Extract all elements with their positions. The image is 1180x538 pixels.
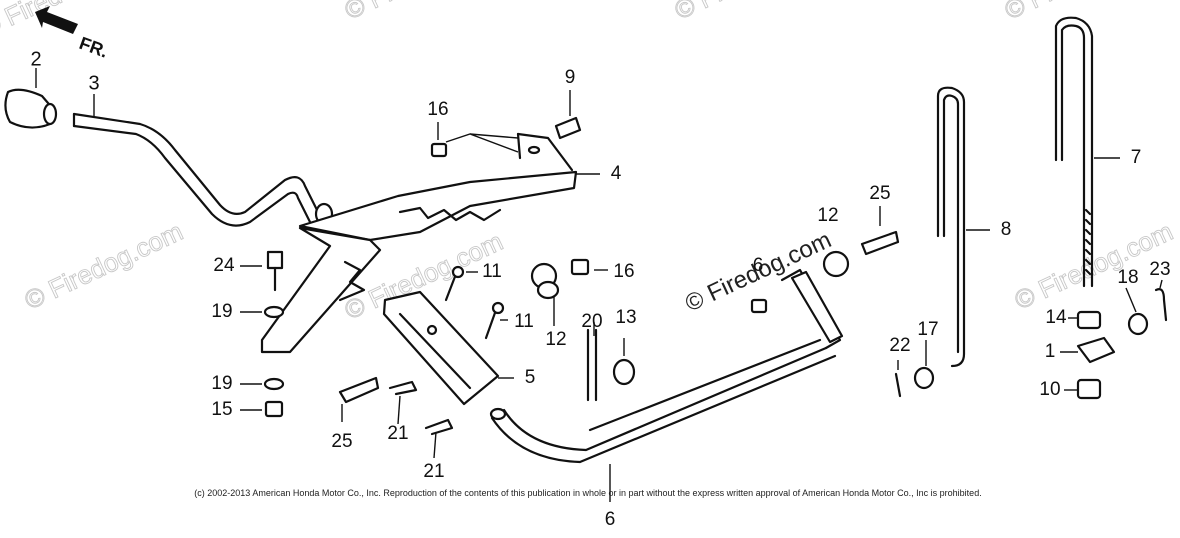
copyright-text: (c) 2002-2013 American Honda Motor Co., … xyxy=(194,488,981,498)
callout-3: 3 xyxy=(88,72,99,94)
direction-label: FR. xyxy=(77,33,111,62)
callout-25b: 25 xyxy=(331,431,352,452)
callout-23: 23 xyxy=(1149,259,1170,280)
callout-6b: 6 xyxy=(753,255,764,276)
callout-21b: 21 xyxy=(423,461,444,482)
callout-labels: 2 3 16 9 4 24 19 11 16 12 25 8 7 23 11 1… xyxy=(30,48,1170,530)
callout-9: 9 xyxy=(565,67,576,88)
knob-part xyxy=(4,88,58,129)
shift-lever-part xyxy=(72,112,334,227)
callout-2: 2 xyxy=(30,48,41,70)
callout-15: 15 xyxy=(211,399,232,420)
callout-14: 14 xyxy=(1045,307,1067,328)
callout-18: 18 xyxy=(1117,267,1138,288)
front-direction-arrow-icon: FR. xyxy=(35,6,111,62)
callout-7: 7 xyxy=(1131,147,1142,168)
shift-gate-plate-part xyxy=(298,132,578,242)
lever-bracket-part xyxy=(260,226,382,354)
watermarks: © Firedog.com © Firedog.com © Firedog.co… xyxy=(0,0,1178,326)
callout-12: 12 xyxy=(545,329,566,350)
callout-12b: 12 xyxy=(817,205,838,226)
slide-plate-part xyxy=(382,290,500,406)
watermark: © Firedog.com xyxy=(0,0,144,43)
callout-20: 20 xyxy=(581,311,602,332)
watermark: © Firedog.com xyxy=(670,0,838,25)
u-rod-part xyxy=(1054,16,1094,288)
callout-16: 16 xyxy=(427,99,448,120)
callout-21: 21 xyxy=(387,423,408,444)
control-rod-part xyxy=(489,268,844,464)
callout-5: 5 xyxy=(525,367,536,388)
callout-17: 17 xyxy=(917,319,938,340)
callout-25: 25 xyxy=(869,183,890,204)
watermark: © Firedog.com xyxy=(20,216,188,315)
callout-19: 19 xyxy=(211,301,232,322)
hardware-parts xyxy=(263,116,1168,436)
long-rod-part xyxy=(936,86,966,368)
callout-1: 1 xyxy=(1045,341,1056,362)
callout-11b: 11 xyxy=(514,311,534,332)
watermark: © Firedog.com xyxy=(340,0,508,25)
callout-13: 13 xyxy=(615,307,636,328)
callout-4: 4 xyxy=(611,163,622,184)
callout-8: 8 xyxy=(1001,219,1012,240)
callout-11: 11 xyxy=(482,261,502,282)
callout-6: 6 xyxy=(605,509,616,530)
callout-22: 22 xyxy=(889,335,910,356)
callout-24: 24 xyxy=(213,255,235,276)
callout-10: 10 xyxy=(1039,379,1060,400)
callout-16b: 16 xyxy=(613,261,634,282)
callout-19b: 19 xyxy=(211,373,232,394)
leader-lines xyxy=(35,68,1163,502)
